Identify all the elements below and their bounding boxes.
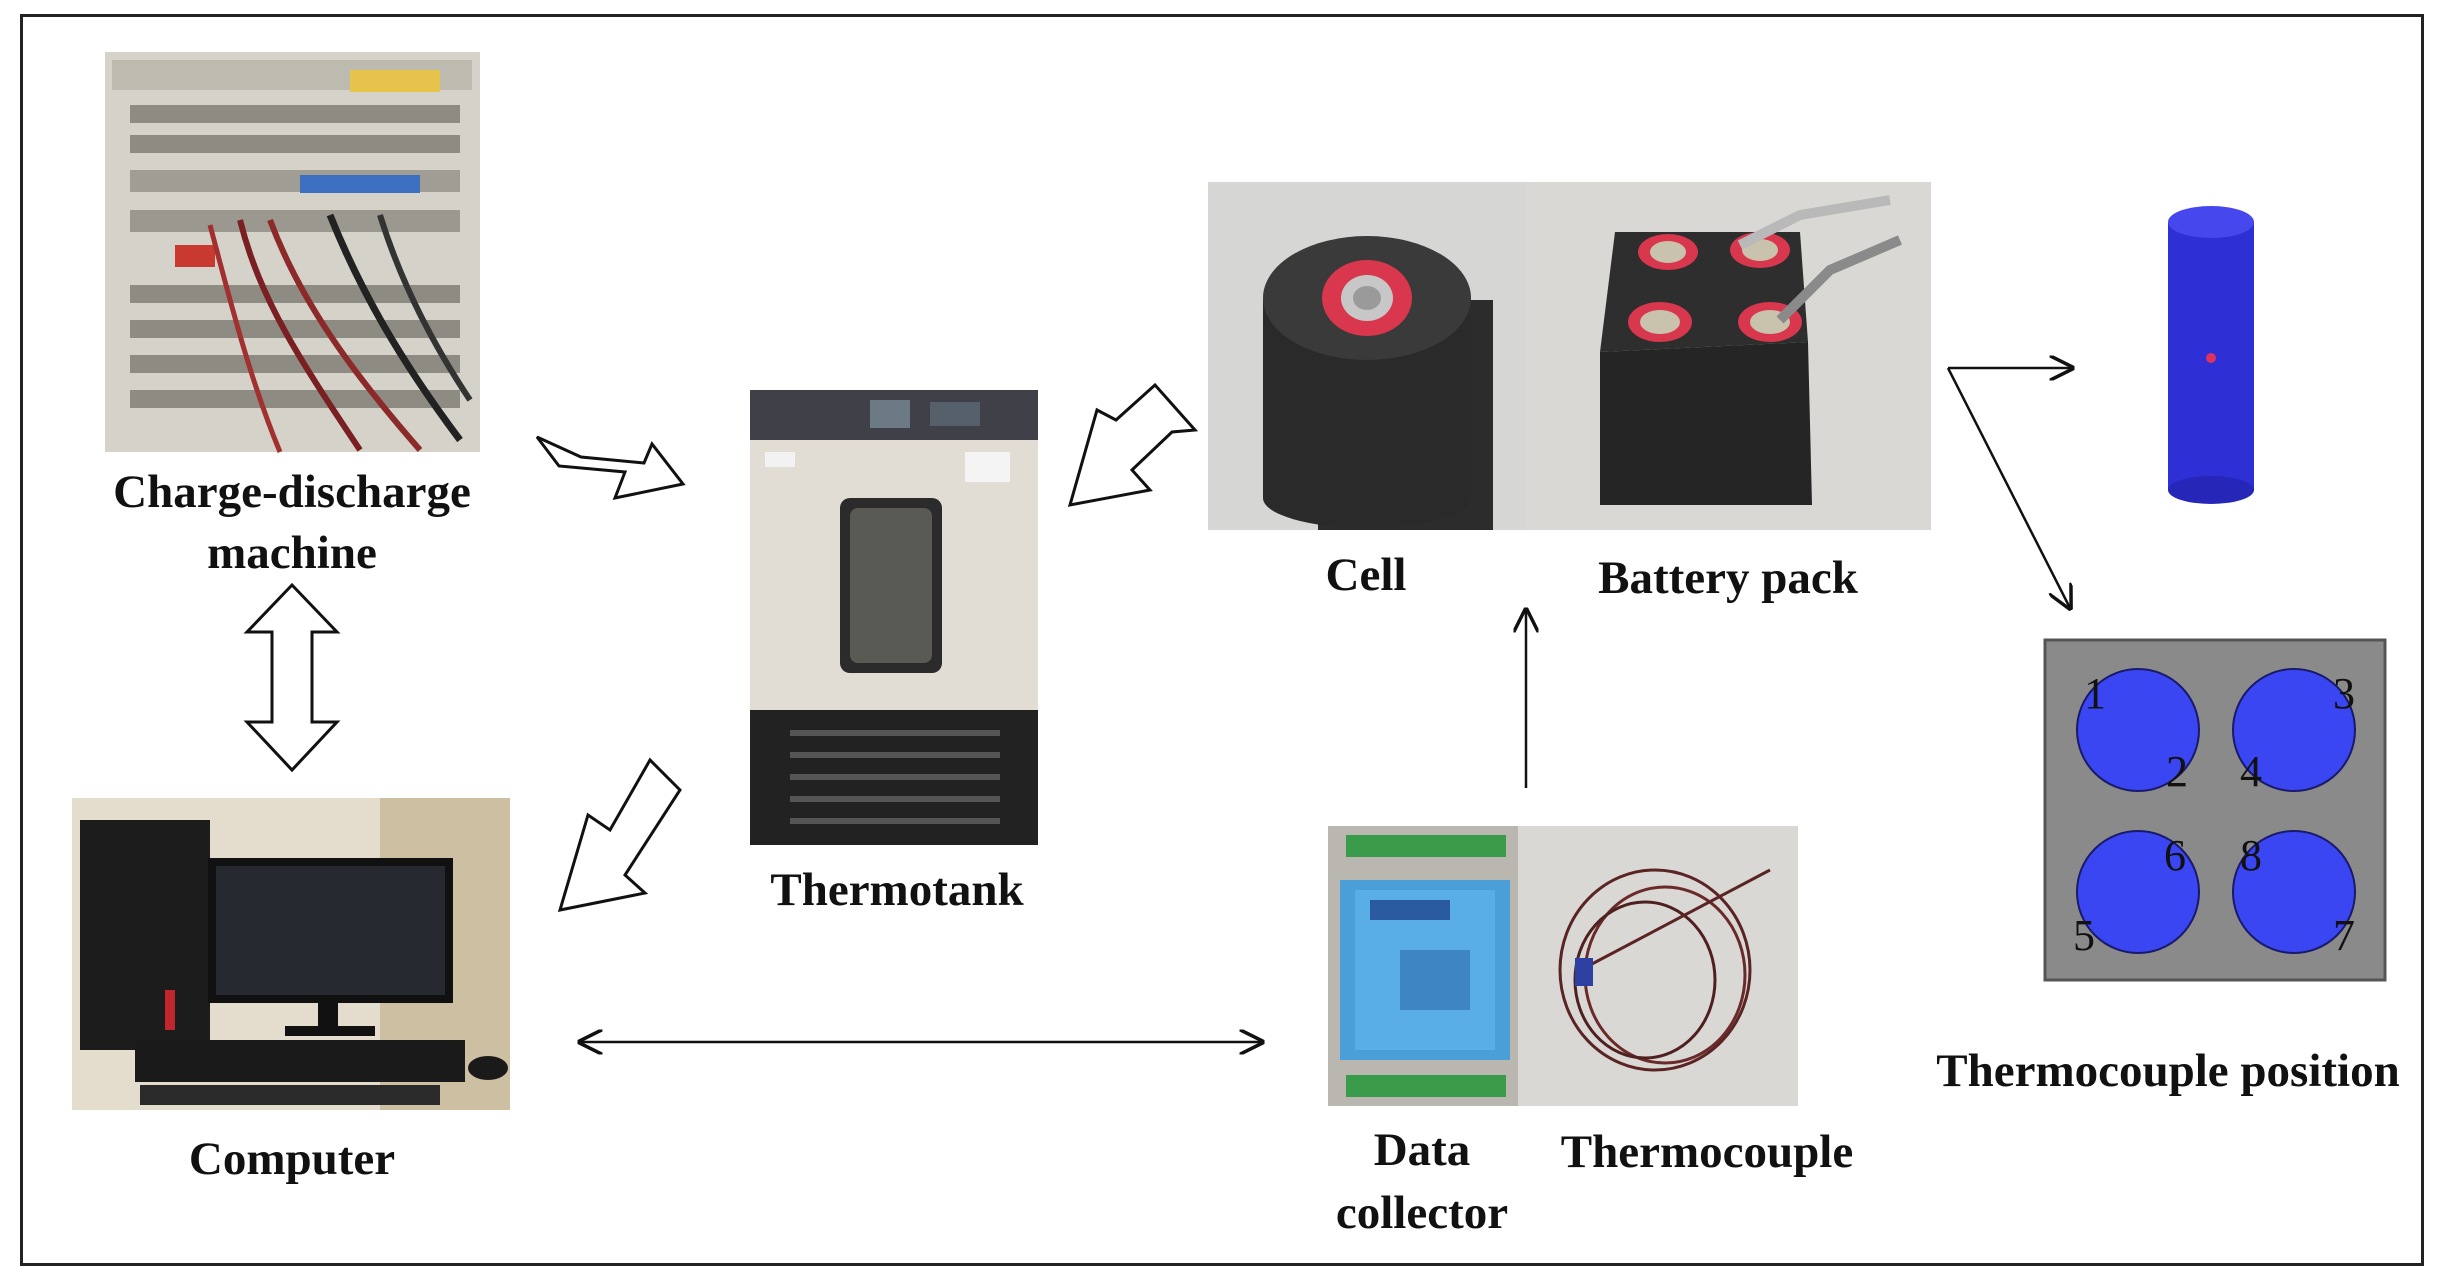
thermocouple-label: Thermocouple <box>1561 1126 1853 1178</box>
charge-discharge-label-line1: Charge-discharge <box>113 466 471 518</box>
arrow-machine-to-thermotank <box>535 435 686 501</box>
data-collector-label-line1: Data <box>1374 1124 1471 1176</box>
data-collector-label-line2: collector <box>1336 1187 1508 1239</box>
thermotank-photo <box>750 390 1038 845</box>
thermocouple-photo <box>1518 826 1798 1106</box>
diagram-frame <box>20 14 2424 1266</box>
position-number-8: 8 <box>2240 831 2262 880</box>
cell-label: Cell <box>1326 549 1407 601</box>
data-collector-photo <box>1328 826 1518 1106</box>
thermotank-label: Thermotank <box>770 864 1024 916</box>
position-number-6: 6 <box>2164 831 2186 880</box>
pack-top-view <box>2043 638 2387 982</box>
charge-discharge-label-line2: machine <box>207 527 377 579</box>
position-number-3: 3 <box>2333 669 2355 718</box>
thermocouple-point-marker <box>2206 353 2216 363</box>
position-number-7: 7 <box>2333 911 2355 960</box>
battery-pack-label: Battery pack <box>1598 552 1859 604</box>
position-number-2: 2 <box>2166 747 2188 796</box>
position-number-4: 4 <box>2240 747 2262 796</box>
battery-pack-photo <box>1526 182 1931 530</box>
thermocouple-position-label: Thermocouple position <box>1936 1045 2400 1097</box>
arrow-machine-computer-bidirectional <box>243 582 341 773</box>
cell-photo <box>1208 182 1528 530</box>
position-number-1: 1 <box>2084 669 2106 718</box>
arrow-cell-to-thermotank <box>1067 382 1199 507</box>
computer-photo <box>72 798 510 1110</box>
position-numbers: 1 2 3 4 5 6 7 8 <box>2073 669 2355 960</box>
arrow-thermotank-to-computer <box>557 757 682 912</box>
position-number-5: 5 <box>2073 911 2095 960</box>
charge-discharge-machine-photo <box>105 52 480 453</box>
arrow-pack-to-top-view <box>1946 367 2070 608</box>
cylinder-model <box>2168 206 2254 504</box>
computer-label: Computer <box>189 1133 395 1185</box>
